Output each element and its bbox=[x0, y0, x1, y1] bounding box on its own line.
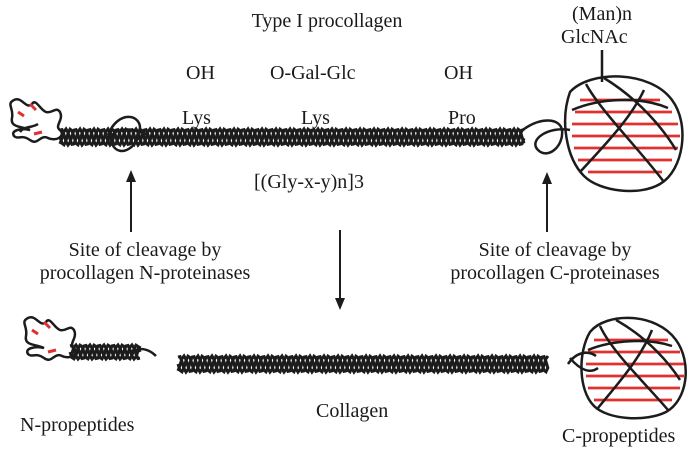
cleavage-arrow-c bbox=[542, 172, 552, 232]
n-propeptide-globule-top bbox=[9, 98, 64, 143]
oh-right-label: OH bbox=[444, 62, 473, 84]
n-propeptides-fragment bbox=[23, 316, 157, 362]
collagen-helix-strand-3 bbox=[177, 354, 550, 375]
lys-mid-label: Lys bbox=[301, 107, 330, 129]
site-n-line2: procollagen N-proteinases bbox=[39, 262, 251, 284]
process-arrow bbox=[335, 230, 345, 310]
c-propeptides-fragment bbox=[566, 316, 687, 420]
glcnac-label: GlcNAc bbox=[561, 26, 628, 48]
repeat-label: [(Gly-x-y)n]3 bbox=[254, 171, 364, 193]
c-telopeptide-loop-top bbox=[519, 119, 571, 155]
collagen-triple-helix bbox=[176, 353, 550, 375]
c-propeptides-label: C-propeptides bbox=[562, 425, 676, 447]
cleavage-arrow-n bbox=[126, 170, 136, 232]
ogalglc-label: O-Gal-Glc bbox=[270, 62, 356, 84]
n-propeptide-helix-strand-1 bbox=[68, 343, 142, 361]
procollagen-triple-helix bbox=[58, 126, 526, 148]
collagen-label: Collagen bbox=[316, 400, 389, 422]
man-label: (Man)n bbox=[572, 3, 632, 25]
n-propeptide-red-marks-top bbox=[17, 102, 43, 136]
site-c-line2: procollagen C-proteinases bbox=[450, 262, 660, 284]
n-propeptide-helix-strand-2 bbox=[68, 342, 141, 361]
procollagen-helix-strand-3 bbox=[59, 127, 525, 148]
n-propeptide-helix-strand-3 bbox=[69, 343, 142, 362]
n-telopeptide-loop-top bbox=[106, 115, 147, 153]
pro-label: Pro bbox=[448, 107, 476, 129]
site-c-line1: Site of cleavage by bbox=[478, 239, 632, 261]
c-propeptide-globule-top bbox=[563, 50, 684, 193]
lys-left-label: Lys bbox=[182, 107, 211, 129]
n-propeptides-label: N-propeptides bbox=[20, 414, 135, 436]
n-propeptide-helix-segment bbox=[68, 342, 142, 362]
oh-left-label: OH bbox=[186, 62, 215, 84]
site-n-line1: Site of cleavage by bbox=[68, 239, 222, 261]
diagram-title: Type I procollagen bbox=[251, 10, 403, 32]
